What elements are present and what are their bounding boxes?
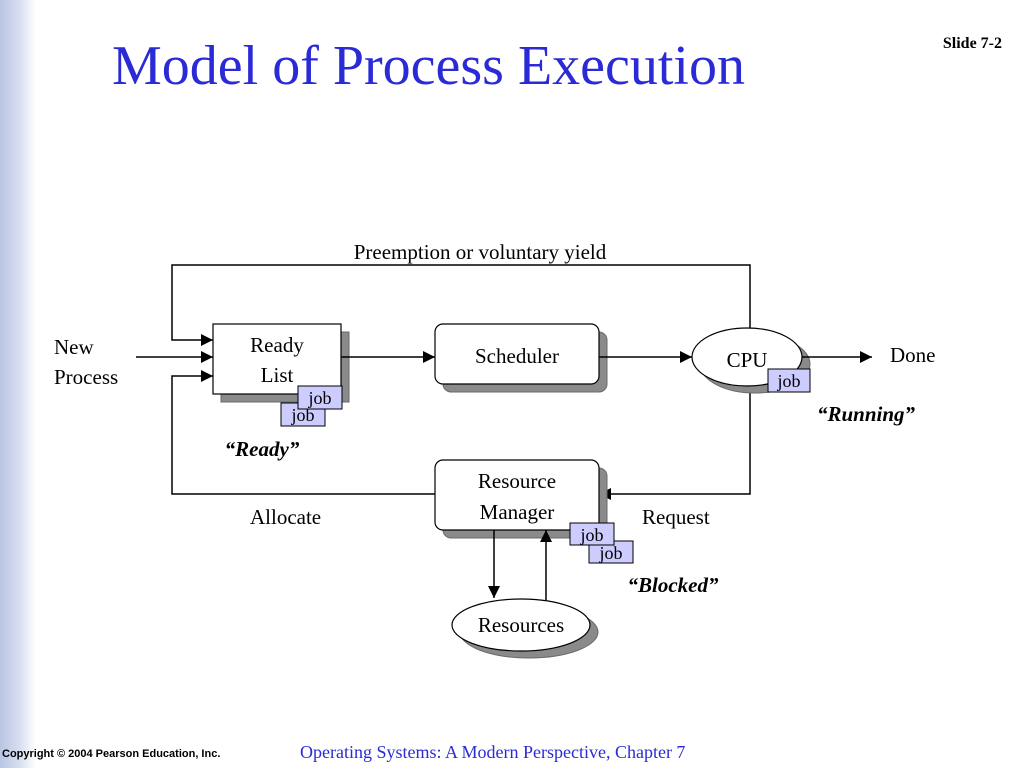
running-state-label: “Running”	[817, 402, 916, 426]
preemption-label: Preemption or voluntary yield	[354, 240, 607, 264]
ready-job-badge-front: job	[297, 385, 343, 410]
request-loop	[599, 375, 751, 500]
resources-label: Resources	[478, 613, 564, 637]
preemption-loop	[171, 264, 751, 346]
footer-copyright: Copyright © 2004 Pearson Education, Inc.	[2, 748, 221, 760]
blocked-job-badge-front: job	[569, 522, 615, 546]
left-gradient-bar	[0, 0, 36, 768]
resource-manager-label-line2: Manager	[480, 500, 555, 524]
resources-ellipse	[451, 598, 599, 659]
blocked-job-back-label: job	[598, 543, 622, 563]
slide-number: Slide 7-2	[942, 35, 1002, 52]
slide-title: Model of Process Execution	[112, 35, 745, 97]
ready-list-label-line2: List	[261, 363, 294, 387]
done-label: Done	[890, 343, 936, 367]
allocate-label: Allocate	[250, 505, 321, 529]
ready-list-label-line1: Ready	[250, 333, 304, 357]
blocked-job-badge-back: job	[588, 540, 634, 564]
footer-book-title: Operating Systems: A Modern Perspective,…	[300, 742, 686, 762]
new-process-label-line1: New	[54, 335, 94, 359]
cpu-job-label: job	[776, 371, 800, 391]
cpu-job-badge: job	[767, 368, 811, 393]
blocked-job-front-label: job	[579, 525, 603, 545]
ready-job-front-label: job	[307, 388, 331, 408]
ready-state-label: “Ready”	[225, 437, 300, 461]
blocked-state-label: “Blocked”	[628, 573, 719, 597]
scheduler-label: Scheduler	[475, 344, 559, 368]
ready-job-back-label: job	[290, 405, 314, 425]
request-label: Request	[642, 505, 710, 529]
cpu-label: CPU	[727, 348, 768, 372]
resource-manager-box	[434, 459, 608, 539]
resource-manager-label-line1: Resource	[478, 469, 556, 493]
new-process-label-line2: Process	[54, 365, 118, 389]
allocate-loop	[171, 370, 435, 495]
scheduler-box	[434, 323, 608, 393]
